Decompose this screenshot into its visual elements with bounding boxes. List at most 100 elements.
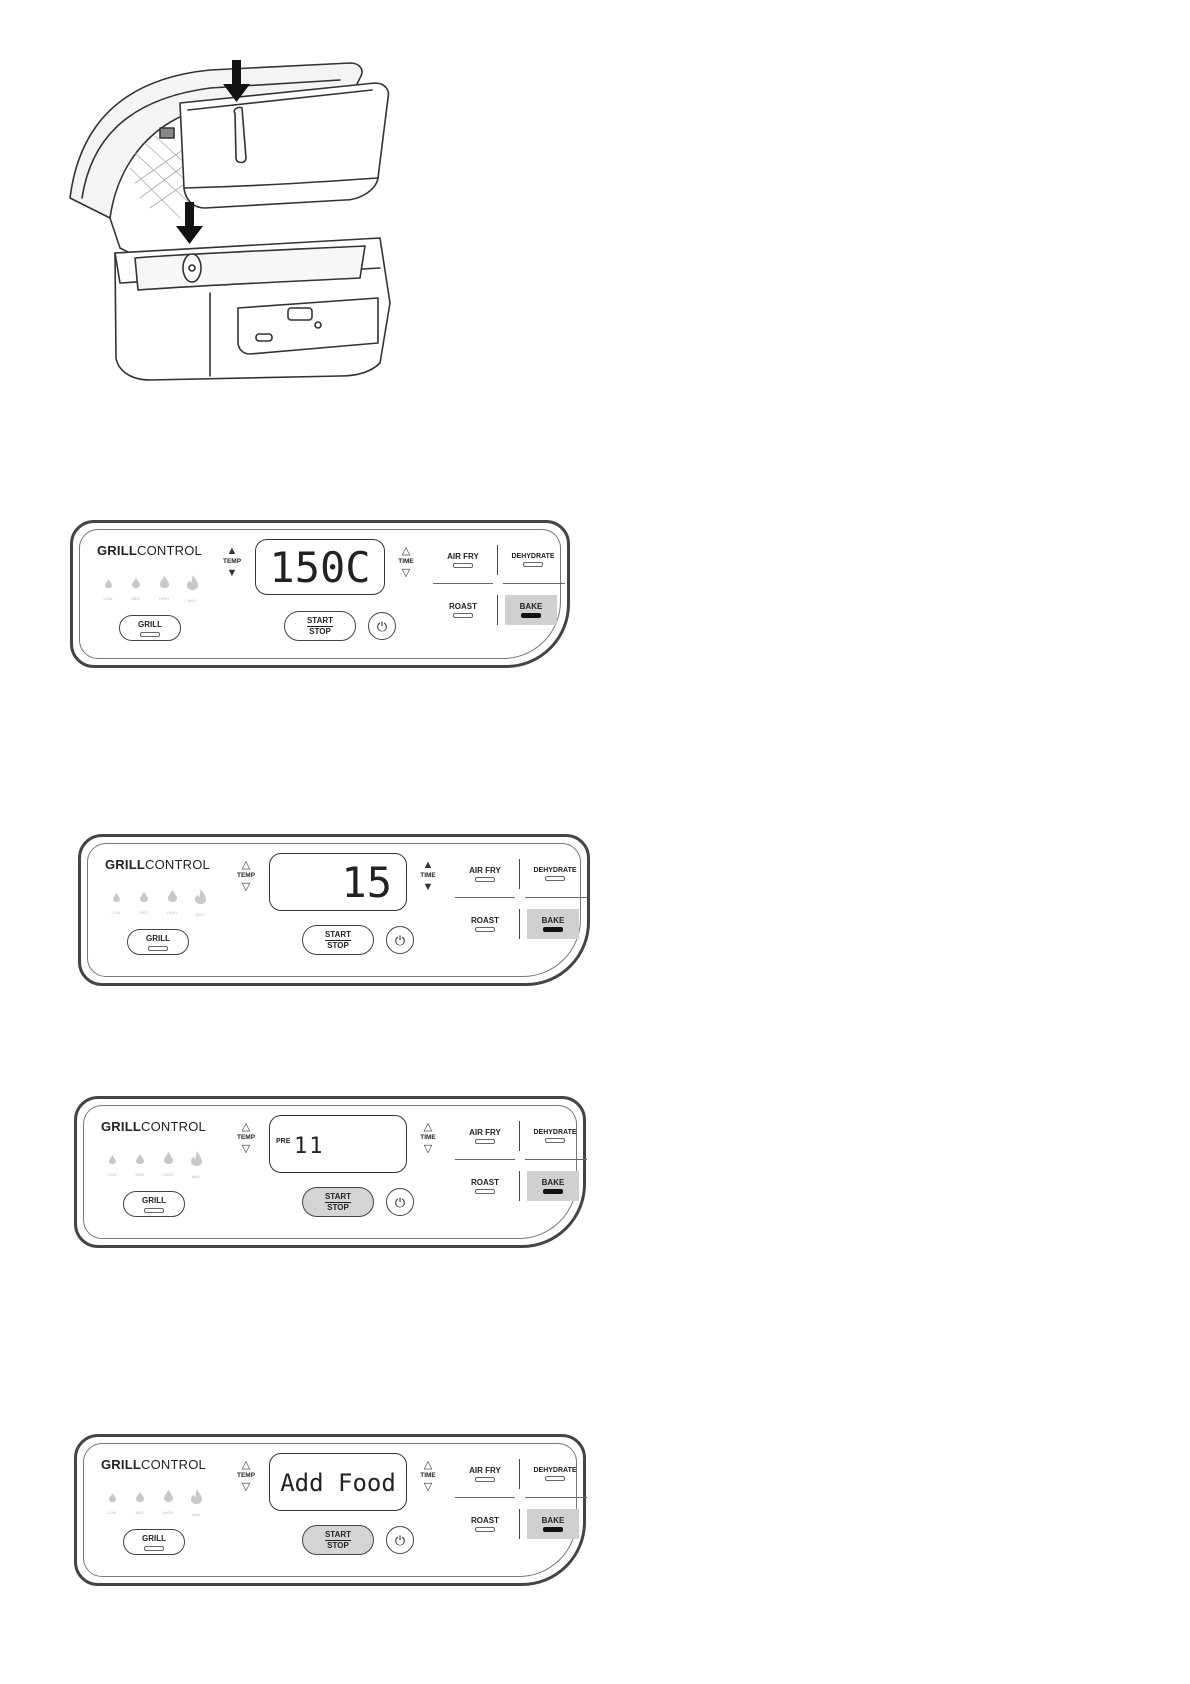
power-button[interactable]: ⏻: [386, 926, 414, 954]
function-divider: [433, 583, 493, 584]
grill-button[interactable]: GRILL: [123, 1529, 185, 1555]
temp-up-arrow-icon[interactable]: △: [241, 859, 251, 871]
grill-level-max: MAX: [189, 1151, 203, 1179]
temp-label: TEMP: [236, 1134, 256, 1141]
dehydrate-button[interactable]: DEHYDRATE: [523, 1119, 587, 1153]
brand-logo: GRILLCONTROL: [105, 857, 210, 872]
function-divider: [455, 1497, 515, 1498]
bake-button[interactable]: BAKE: [527, 1509, 579, 1539]
time-label: TIME: [420, 1134, 436, 1141]
dehydrate-button[interactable]: DEHYDRATE: [523, 1457, 587, 1491]
flame-icon: [163, 1489, 173, 1507]
air-fry-button[interactable]: AIR FRY: [453, 1119, 517, 1153]
bake-button[interactable]: BAKE: [527, 909, 579, 939]
temp-down-arrow-icon[interactable]: ▽: [241, 1143, 251, 1155]
time-down-arrow-icon[interactable]: ▽: [423, 1481, 433, 1493]
time-up-arrow-icon[interactable]: △: [423, 1121, 433, 1133]
grill-button[interactable]: GRILL: [123, 1191, 185, 1217]
time-up-arrow-icon[interactable]: △: [423, 1459, 433, 1471]
air-fry-button[interactable]: AIR FRY: [453, 1457, 517, 1491]
air-fry-button[interactable]: AIR FRY: [431, 543, 495, 577]
temp-up-arrow-icon[interactable]: △: [241, 1459, 251, 1471]
temp-up-arrow-icon[interactable]: △: [241, 1121, 251, 1133]
roast-indicator-light: [475, 927, 495, 932]
flame-icon: [163, 1151, 173, 1169]
bake-button[interactable]: BAKE: [527, 1171, 579, 1201]
air-fry-indicator-light: [475, 1477, 495, 1482]
temp-controls: △ TEMP ▽: [231, 1121, 261, 1155]
preheat-label: PRE: [276, 1138, 291, 1145]
time-controls: ▲ TIME ▼: [413, 859, 443, 893]
down-arrow-icon: [223, 60, 250, 102]
grill-level-low: LOW: [101, 575, 115, 603]
function-divider: [519, 859, 520, 889]
temp-down-arrow-icon[interactable]: ▽: [241, 1481, 251, 1493]
roast-button[interactable]: ROAST: [453, 1507, 517, 1541]
grill-level-low: LOW: [105, 1151, 119, 1179]
temp-down-arrow-icon[interactable]: ▼: [226, 567, 238, 579]
function-divider: [503, 583, 565, 584]
brand-logo: GRILLCONTROL: [97, 543, 202, 558]
bake-indicator-light: [521, 613, 541, 618]
time-down-arrow-icon[interactable]: ▽: [401, 567, 411, 579]
time-up-arrow-icon[interactable]: △: [401, 545, 411, 557]
roast-button[interactable]: ROAST: [453, 1169, 517, 1203]
grill-level-med: MED: [133, 1489, 147, 1517]
temp-up-arrow-icon[interactable]: ▲: [226, 545, 238, 557]
power-button[interactable]: ⏻: [386, 1188, 414, 1216]
flame-icon: [136, 1151, 144, 1169]
function-divider: [525, 1497, 587, 1498]
roast-indicator-light: [475, 1189, 495, 1194]
function-divider: [519, 1459, 520, 1489]
brand-logo: GRILLCONTROL: [101, 1119, 206, 1134]
time-down-arrow-icon[interactable]: ▽: [423, 1143, 433, 1155]
lcd-display: Add Food: [269, 1453, 407, 1511]
start-stop-button[interactable]: START STOP: [302, 925, 374, 955]
temp-controls: ▲ TEMP ▼: [217, 545, 247, 579]
time-up-arrow-icon[interactable]: ▲: [422, 859, 434, 871]
grill-level-max: MAX: [185, 575, 199, 603]
time-label: TIME: [420, 872, 436, 879]
temp-controls: △ TEMP ▽: [231, 1459, 261, 1493]
air-fry-button[interactable]: AIR FRY: [453, 857, 517, 891]
time-label: TIME: [420, 1472, 436, 1479]
power-button[interactable]: ⏻: [368, 612, 396, 640]
roast-button[interactable]: ROAST: [453, 907, 517, 941]
grill-level-high: HIGH: [165, 889, 179, 917]
dehydrate-button[interactable]: DEHYDRATE: [523, 857, 587, 891]
function-divider: [497, 595, 498, 625]
grill-level-low: LOW: [105, 1489, 119, 1517]
bake-indicator-light: [543, 927, 563, 932]
bake-button[interactable]: BAKE: [505, 595, 557, 625]
display-readout: 150C: [269, 543, 371, 592]
control-panel-step-3: GRILLCONTROL LOW MED HIGH MAX GRILL △ TE…: [74, 1096, 587, 1248]
flame-icon: [159, 575, 169, 593]
function-divider: [455, 1159, 515, 1160]
temp-label: TEMP: [222, 558, 242, 565]
control-panel-step-2: GRILLCONTROL LOW MED HIGH MAX GRILL △ TE…: [78, 834, 590, 986]
down-arrow-icon: [176, 202, 203, 244]
function-divider: [525, 1159, 587, 1160]
flame-icon: [190, 1489, 202, 1509]
time-controls: △ TIME ▽: [391, 545, 421, 579]
bake-indicator-light: [543, 1527, 563, 1532]
grill-level-high: HIGH: [161, 1151, 175, 1179]
power-icon: ⏻: [394, 1532, 406, 1548]
roast-button[interactable]: ROAST: [431, 593, 495, 627]
grill-button[interactable]: GRILL: [119, 615, 181, 641]
start-stop-button[interactable]: START STOP: [284, 611, 356, 641]
grill-button[interactable]: GRILL: [127, 929, 189, 955]
function-divider: [519, 909, 520, 939]
function-divider: [525, 897, 587, 898]
temp-down-arrow-icon[interactable]: ▽: [241, 881, 251, 893]
dehydrate-button[interactable]: DEHYDRATE: [501, 543, 565, 577]
start-stop-button[interactable]: START STOP: [302, 1187, 374, 1217]
start-stop-button[interactable]: START STOP: [302, 1525, 374, 1555]
control-panel-step-4: GRILLCONTROL LOW MED HIGH MAX GRILL △ TE…: [74, 1434, 587, 1586]
grill-level-indicators: LOW MED HIGH MAX: [101, 575, 199, 603]
grill-level-high: HIGH: [161, 1489, 175, 1517]
time-down-arrow-icon[interactable]: ▼: [422, 881, 434, 893]
brand-logo: GRILLCONTROL: [101, 1457, 206, 1472]
flame-icon: [136, 1489, 144, 1507]
power-button[interactable]: ⏻: [386, 1526, 414, 1554]
